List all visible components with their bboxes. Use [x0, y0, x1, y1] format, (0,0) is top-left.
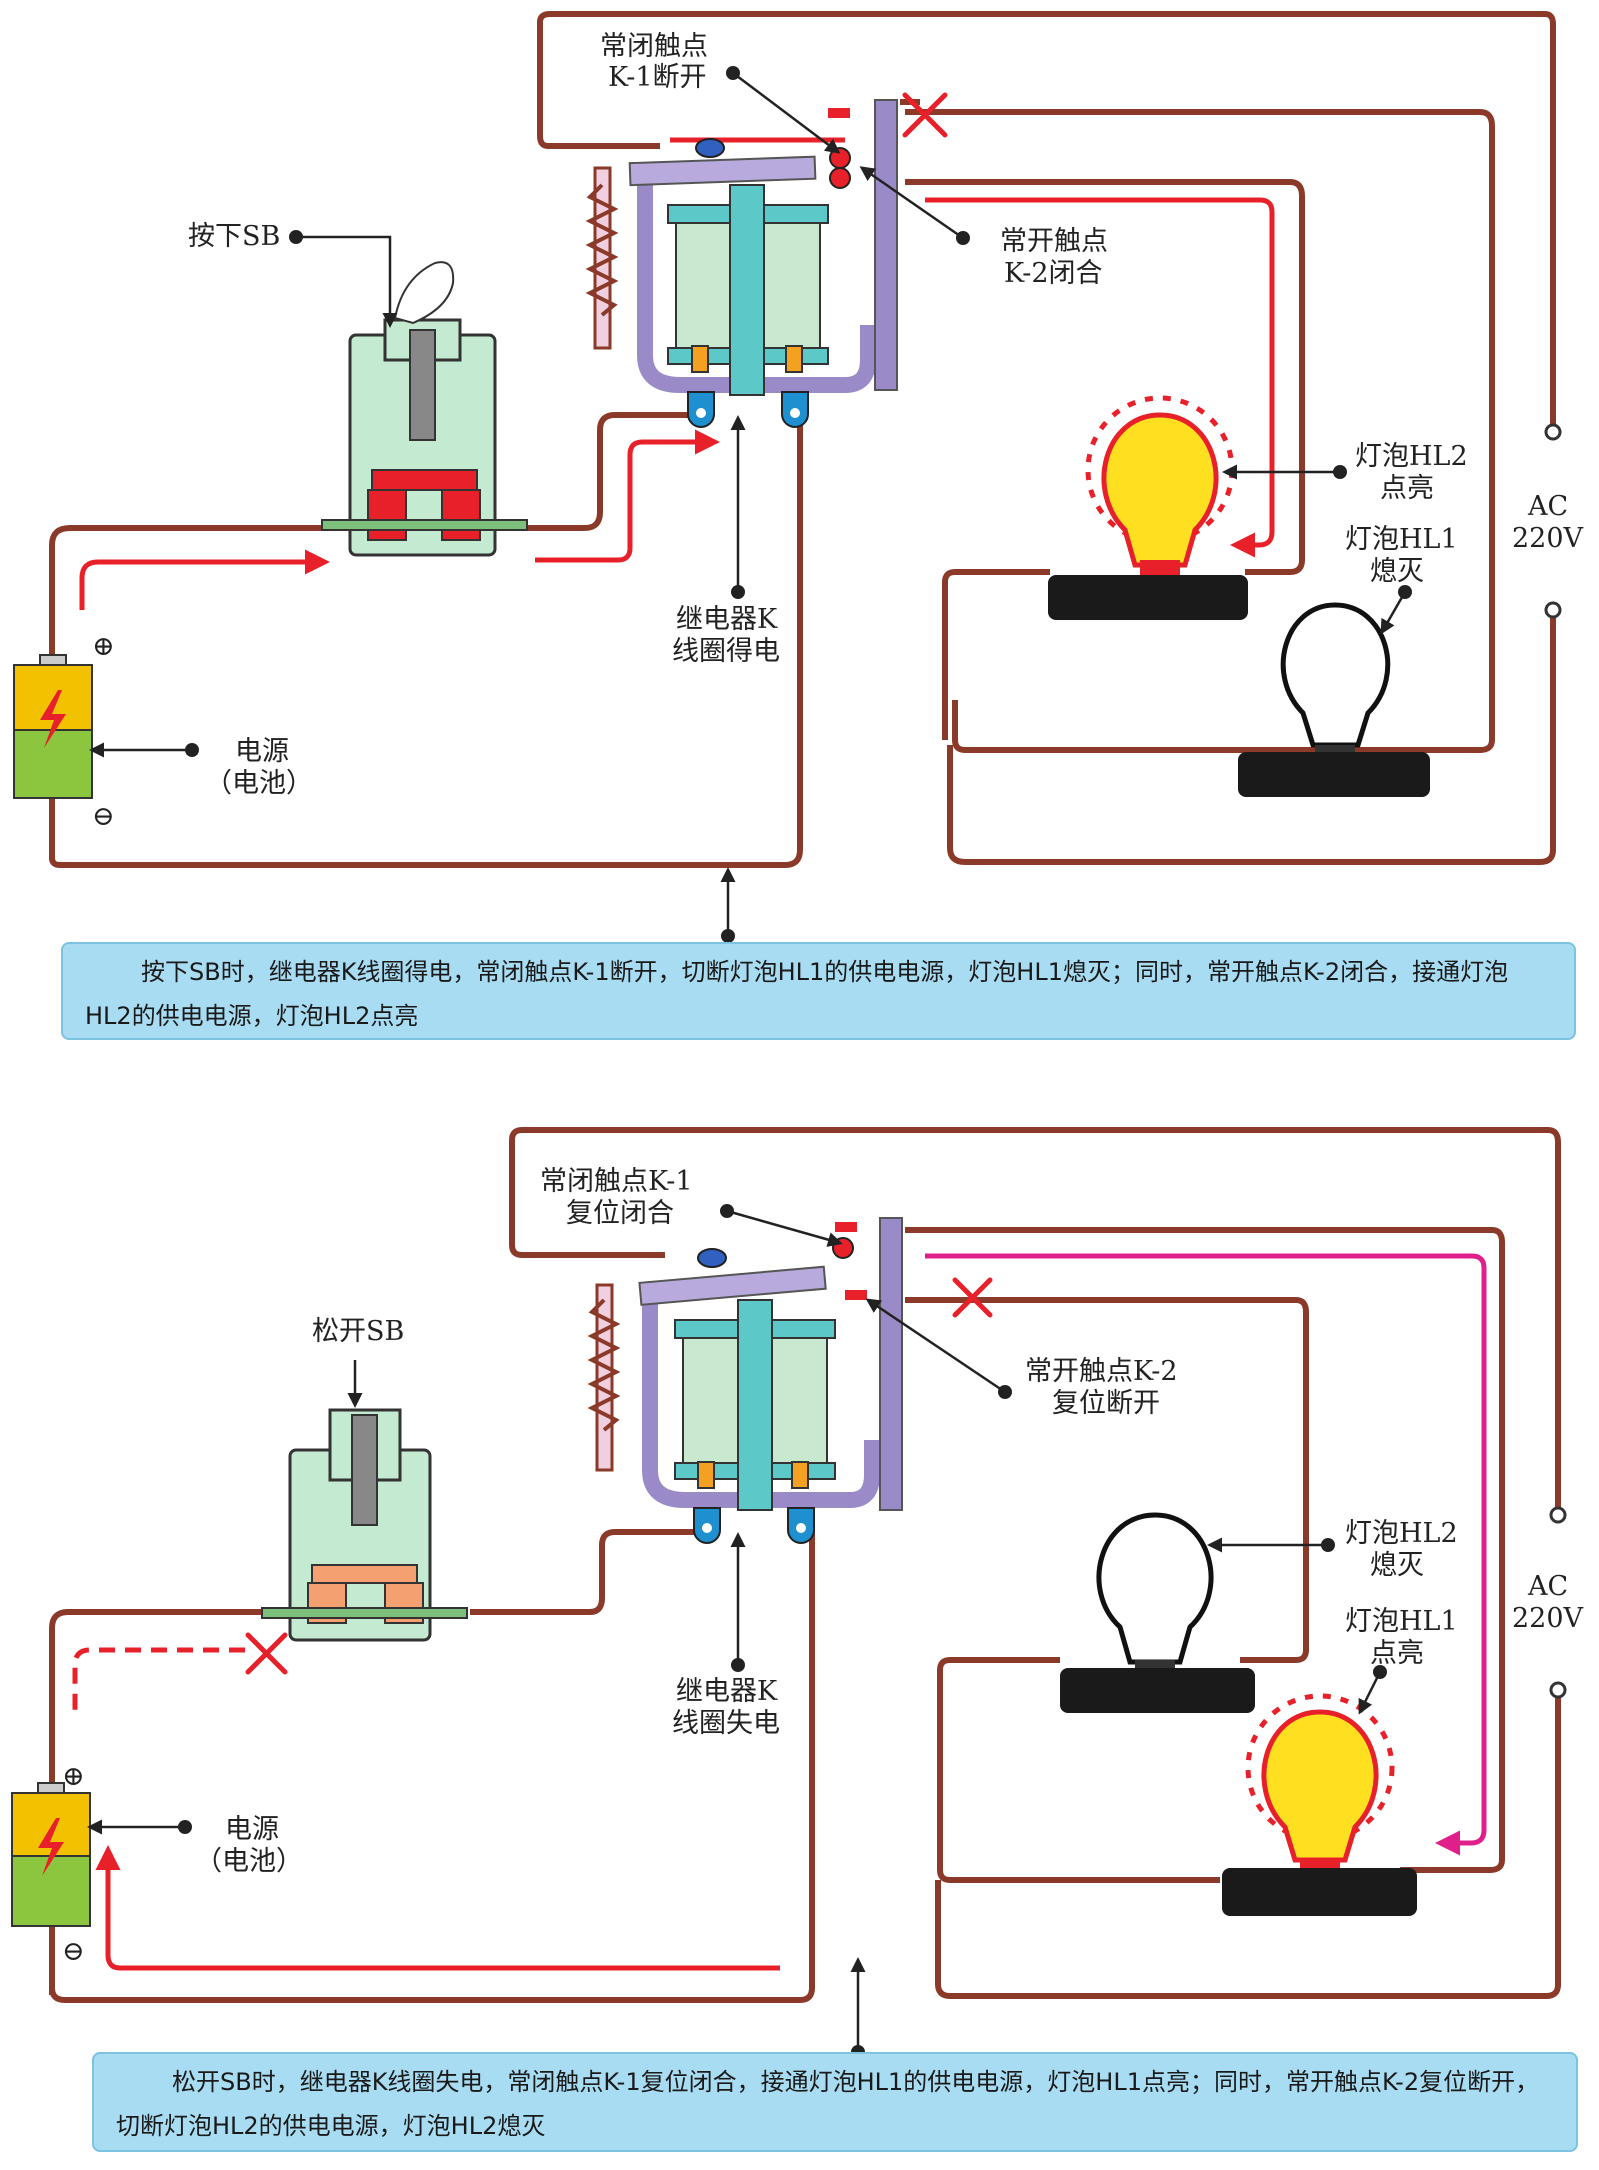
top-plus-sign: ⊕	[92, 631, 115, 662]
bottom-caption-text: 松开SB时，继电器K线圈失电，常闭触点K-1复位闭合，接通灯泡HL1的供电电源，…	[116, 2068, 1540, 2140]
bottom-coil-label-2: 线圈失电	[672, 1708, 780, 1739]
bottom-minus-sign: ⊖	[62, 1936, 85, 1967]
top-hl1-label-2: 熄灭	[1370, 556, 1424, 587]
bottom-plus-sign: ⊕	[62, 1761, 85, 1792]
bottom-ac-label-1: AC	[1527, 1571, 1568, 1602]
top-source-label-2: （电池）	[205, 768, 313, 799]
bottom-relay	[587, 1217, 903, 1544]
bottom-source-label-2: （电池）	[195, 1846, 303, 1877]
top-no-contact-label-1: 常开触点	[1000, 226, 1108, 257]
top-relay	[585, 99, 920, 428]
top-panel: 常闭触点 K-1断开 常开触点 K-2闭合 按下SB 继电器K 线圈得电 电源 …	[13, 11, 1584, 943]
top-leader-lines	[89, 72, 1407, 936]
bottom-lamp-hl1-lit	[1222, 1693, 1417, 1916]
top-caption-box: 按下SB时，继电器K线圈得电，常闭触点K-1断开，切断灯泡HL1的供电电源，灯泡…	[61, 942, 1576, 1040]
bottom-wires	[49, 1127, 1561, 2003]
bottom-ac-terminal-2	[1549, 1681, 1567, 1699]
bottom-source-label-1: 电源	[225, 1814, 279, 1845]
bottom-nc-contact-label-2: 复位闭合	[566, 1198, 674, 1229]
bottom-no-contact-label-2: 复位断开	[1052, 1388, 1160, 1419]
bottom-current-flow	[72, 1253, 1487, 1971]
top-hl2-label-2: 点亮	[1380, 473, 1434, 504]
top-source-label-1: 电源	[235, 736, 289, 767]
bottom-lamp-hl2-off	[1060, 1512, 1255, 1713]
bottom-panel: 常闭触点K-1 复位闭合 常开触点K-2 复位断开 松开SB 继电器K 线圈失电…	[11, 1127, 1584, 2059]
top-minus-sign: ⊖	[92, 801, 115, 832]
top-switch-label: 按下SB	[188, 221, 280, 252]
top-lamp-hl1-off	[1238, 602, 1430, 797]
top-hl1-label-1: 灯泡HL1	[1345, 524, 1458, 555]
top-nc-contact-label-1: 常闭触点	[600, 31, 708, 62]
top-wires	[49, 11, 1556, 868]
top-pushbutton-switch	[321, 261, 528, 557]
bottom-hl2-label-1: 灯泡HL2	[1345, 1518, 1458, 1549]
top-ac-label-2: 220V	[1512, 523, 1584, 554]
top-battery	[13, 654, 93, 799]
top-ac-terminal-1	[1544, 423, 1562, 441]
bottom-nc-contact-label-1: 常闭触点K-1	[540, 1166, 693, 1197]
bottom-ac-label-2: 220V	[1512, 1603, 1584, 1634]
bottom-hl1-label-1: 灯泡HL1	[1345, 1606, 1458, 1637]
bottom-pushbutton-switch	[261, 1408, 468, 1642]
top-coil-label-1: 继电器K	[676, 604, 778, 635]
top-ac-label-1: AC	[1527, 491, 1568, 522]
top-no-contact-label-2: K-2闭合	[1004, 258, 1103, 289]
bottom-coil-label-1: 继电器K	[676, 1676, 778, 1707]
bottom-caption-box: 松开SB时，继电器K线圈失电，常闭触点K-1复位闭合，接通灯泡HL1的供电电源，…	[92, 2052, 1578, 2152]
top-hl2-label-1: 灯泡HL2	[1355, 441, 1468, 472]
top-break-x-icon	[902, 92, 948, 138]
top-nc-contact-label-2: K-1断开	[608, 62, 707, 93]
bottom-break-x-icon	[245, 1277, 993, 1675]
top-caption-text: 按下SB时，继电器K线圈得电，常闭触点K-1断开，切断灯泡HL1的供电电源，灯泡…	[85, 958, 1509, 1030]
bottom-battery	[11, 1782, 91, 1927]
bottom-no-contact-label-1: 常开触点K-2	[1025, 1356, 1178, 1387]
top-current-flow	[79, 137, 1275, 610]
bottom-hl1-label-2: 点亮	[1370, 1638, 1424, 1669]
bottom-ac-terminal-1	[1549, 1506, 1567, 1524]
top-lamp-hl2-lit	[1048, 395, 1248, 620]
top-coil-label-2: 线圈得电	[672, 636, 780, 667]
top-ac-terminal-2	[1544, 601, 1562, 619]
bottom-hl2-label-2: 熄灭	[1370, 1550, 1424, 1581]
top-leader-dots	[185, 66, 1412, 943]
bottom-leader-lines	[87, 1209, 1382, 2052]
bottom-switch-label: 松开SB	[312, 1316, 404, 1347]
